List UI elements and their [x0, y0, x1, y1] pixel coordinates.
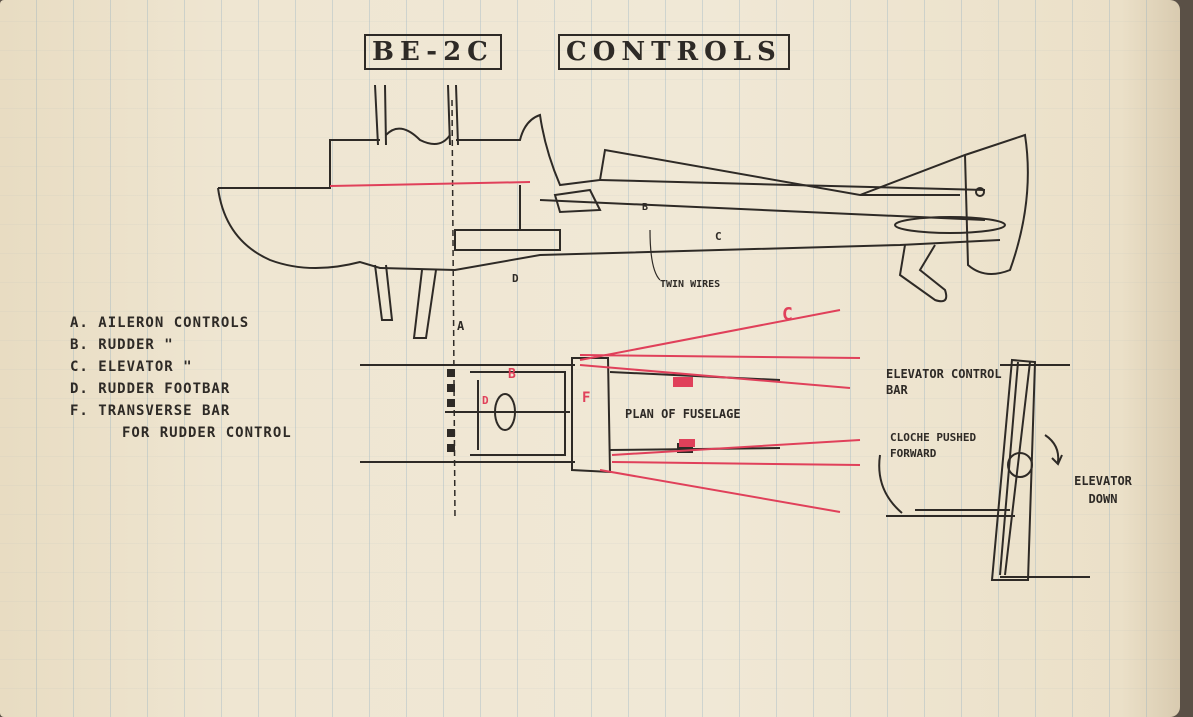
legend-item-b: B. RUDDER " [70, 337, 174, 353]
side-label-d: D [512, 272, 519, 285]
legend-item-c: C. ELEVATOR " [70, 359, 193, 375]
plan-title: PLAN OF FUSELAGE [625, 407, 741, 421]
plan-label-f: F [582, 390, 590, 406]
legend: A. AILERON CONTROLS B. RUDDER " C. ELEVA… [70, 312, 292, 444]
red-plan-lines [579, 309, 861, 513]
plan-label-c: C [782, 304, 793, 325]
plan-label-b: B [508, 367, 516, 382]
twin-wires-label: TWIN WIRES [660, 279, 720, 290]
title-be2c: BE-2C [364, 34, 502, 70]
legend-item-f-cont: FOR RUDDER CONTROL [122, 425, 292, 441]
side-label-c: C [715, 230, 722, 243]
side-label-a: A [457, 319, 465, 333]
title-controls: CONTROLS [558, 34, 790, 70]
side-label-b: B [642, 202, 648, 213]
elevator-down-label: ELEVATOR DOWN [1074, 474, 1132, 506]
side-view-fuselage [217, 84, 1029, 521]
legend-item-f: F. TRANSVERSE BAR [70, 403, 231, 419]
plan-label-d: D [482, 394, 489, 407]
legend-item-d: D. RUDDER FOOTBAR [70, 381, 231, 397]
elevator-control-bar-label: ELEVATOR CONTROL BAR [886, 367, 1002, 397]
red-control-line [329, 181, 531, 187]
cloche-label: CLOCHE PUSHED FORWARD [890, 431, 977, 460]
legend-item-a: A. AILERON CONTROLS [70, 315, 250, 331]
